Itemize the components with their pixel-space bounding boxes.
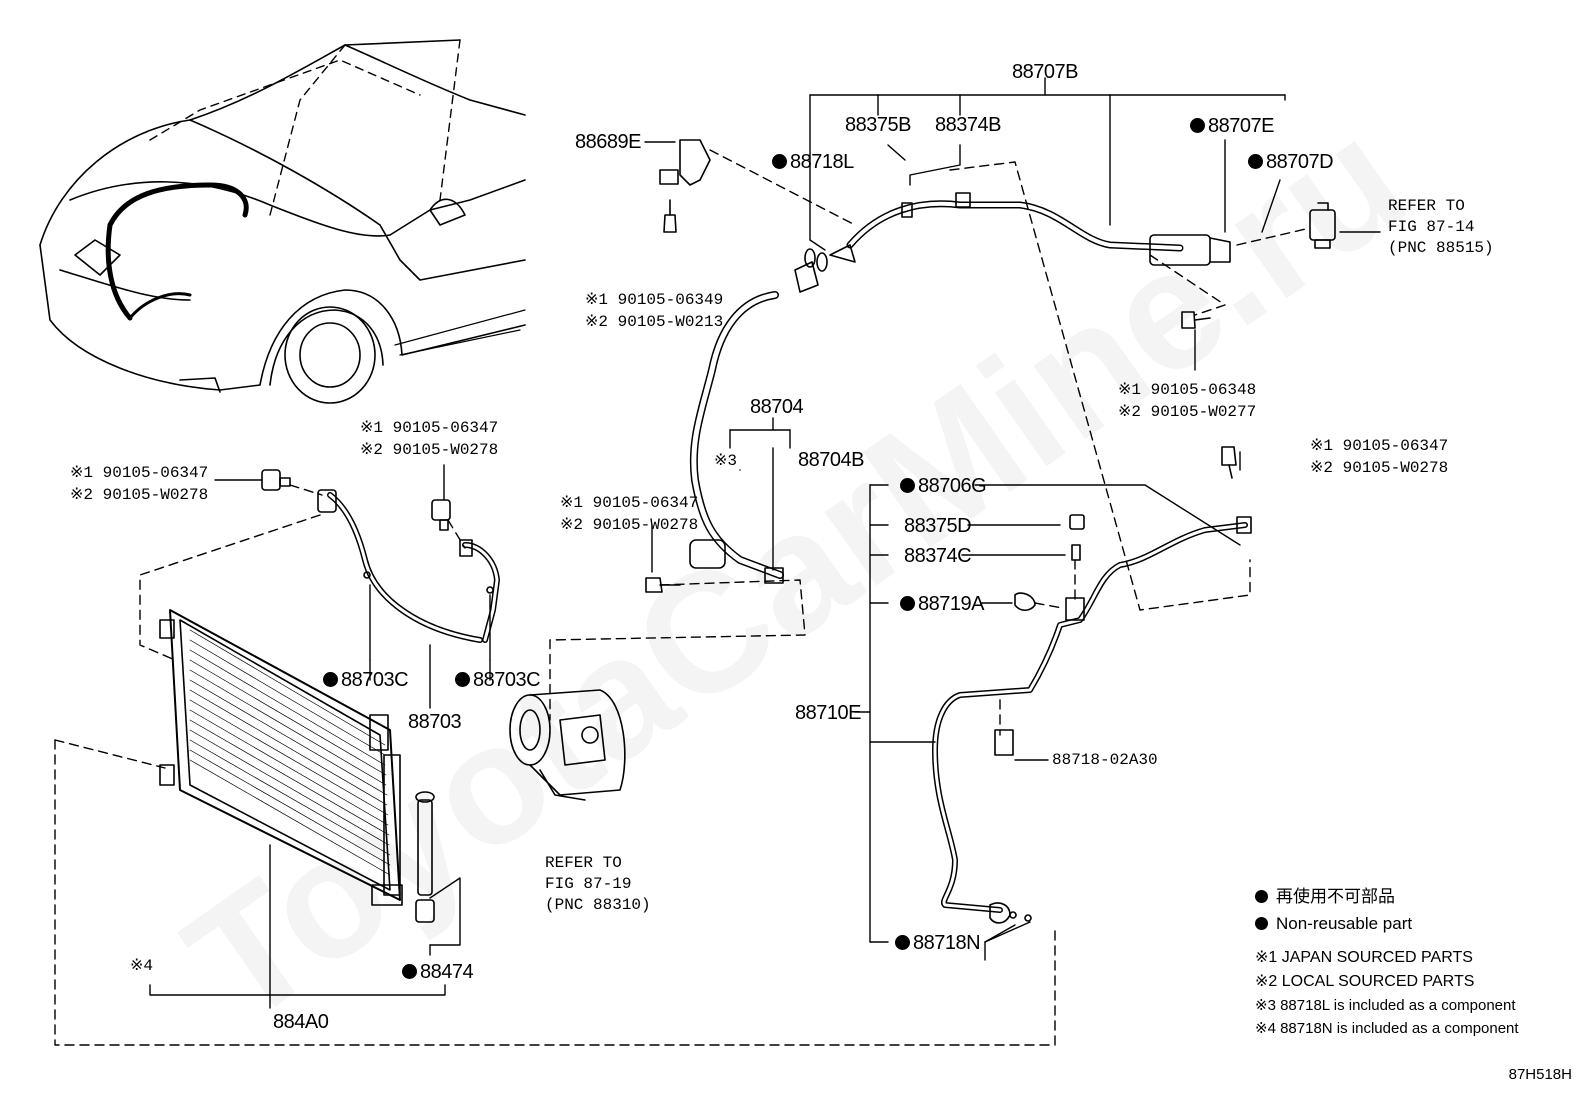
label-88703C-right: 88703C [455,670,541,690]
label-88704B: 88704B [798,449,864,471]
bolt-cl-japan: ※1 90105-06347 [360,419,499,437]
non-reusable-icon [455,672,470,687]
non-reusable-icon [402,964,417,979]
suction-hose-88707B [829,192,1336,266]
non-reusable-icon [900,478,915,493]
vehicle-illustration [39,39,526,404]
note4-reference: ※4 [130,957,154,975]
label-88474: 88474 [402,962,474,982]
non-reusable-icon [895,935,910,950]
legend-note2: ※2 LOCAL SOURCED PARTS [1255,973,1475,990]
legend-non-reusable-ja: 再使用不可部品 [1255,888,1395,905]
bolt-r-japan: ※1 90105-06348 [1118,381,1257,399]
refer-87-14-line3: (PNC 88515) [1388,239,1494,257]
bolt-l-japan: ※1 90105-06347 [70,464,209,482]
refer-87-19-line1: REFER TO [545,854,622,872]
bolt-r-local: ※2 90105-W0277 [1118,403,1257,421]
bolt-m-local: ※2 90105-W0278 [560,516,699,534]
label-88707D: 88707D [1248,152,1334,172]
non-reusable-icon [1255,890,1268,903]
bolt-m-japan: ※1 90105-06347 [560,494,699,512]
non-reusable-icon [900,596,915,611]
bolt-cl-local: ※2 90105-W0278 [360,441,499,459]
label-88374B: 88374B [935,114,1001,136]
bolt-tl-local: ※2 90105-W0213 [585,313,724,331]
discharge-hose-88704 [659,139,828,584]
compressor [509,689,626,801]
legend-note3: ※3 88718L is included as a component [1255,997,1516,1014]
non-reusable-icon [323,672,338,687]
refer-87-14-line2: FIG 87-14 [1388,218,1475,236]
label-88706G: 88706G [900,476,987,496]
bolt-tl-japan: ※1 90105-06349 [585,291,724,309]
label-88718N: 88718N [895,933,981,953]
label-884A0: 884A0 [273,1011,329,1033]
bolt-l-local: ※2 90105-W0278 [70,486,209,504]
label-88703C-left: 88703C [323,670,409,690]
label-88718L: 88718L [772,152,854,172]
label-88374C: 88374C [904,545,972,567]
diagram-code: 87H518H [1508,1066,1572,1083]
non-reusable-icon [1255,917,1268,930]
label-88375B: 88375B [845,114,911,136]
legend-note1: ※1 JAPAN SOURCED PARTS [1255,949,1473,966]
label-88719A: 88719A [900,594,984,614]
refer-87-19-line2: FIG 87-19 [545,875,632,893]
refer-87-19-line3: (PNC 88310) [545,896,651,914]
assembly-lines [54,149,1311,1046]
leader-lines [149,77,1381,1009]
note3-reference: ※3 [714,452,738,470]
refer-87-14-line1: REFER TO [1388,197,1465,215]
label-88710E: 88710E [795,702,861,724]
non-reusable-icon [1190,118,1205,133]
hose-88703 [261,469,500,643]
non-reusable-icon [1248,154,1263,169]
liquid-line-88710E [932,514,1252,924]
label-88707E: 88707E [1190,116,1274,136]
bolt-rr-japan: ※1 90105-06347 [1310,437,1449,455]
label-88689E: 88689E [575,131,641,153]
label-88703: 88703 [408,711,462,733]
legend-non-reusable-en: Non-reusable part [1255,915,1412,932]
label-88707B: 88707B [1012,61,1078,83]
label-88718-02A30: 88718-02A30 [1052,751,1158,769]
non-reusable-icon [772,154,787,169]
condenser-884A0 [159,609,435,923]
bolt-rr-local: ※2 90105-W0278 [1310,459,1449,477]
label-88375D: 88375D [904,515,972,537]
legend-note4: ※4 88718N is included as a component [1255,1020,1519,1037]
label-88704: 88704 [750,396,804,418]
